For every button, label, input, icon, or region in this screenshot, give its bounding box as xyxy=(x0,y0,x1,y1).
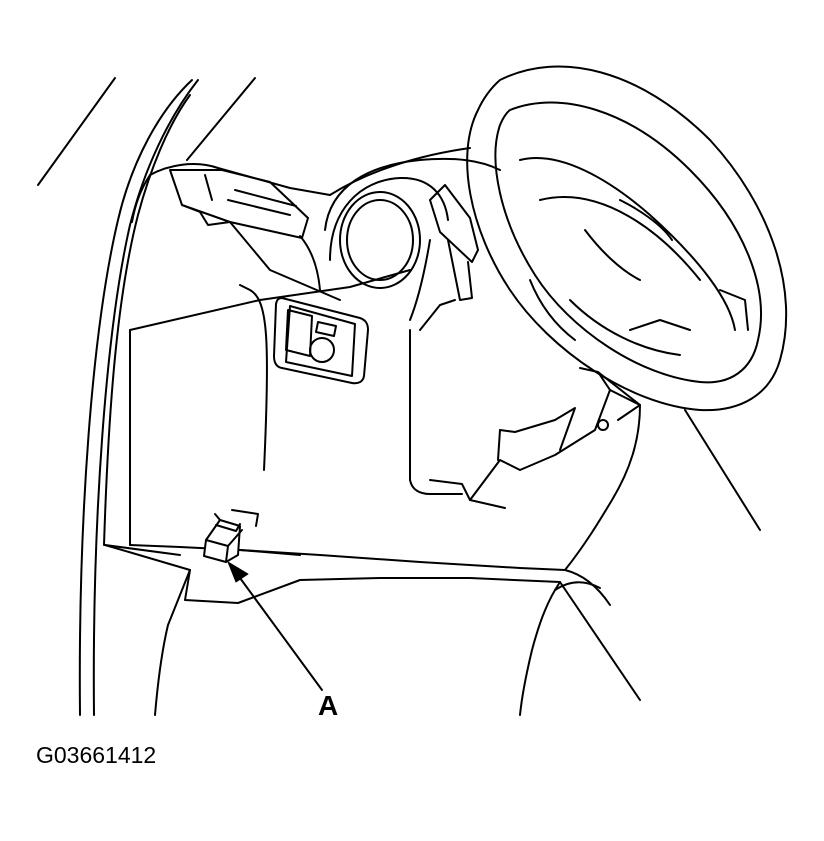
instrument-cluster xyxy=(324,157,501,331)
callout-label-a: A xyxy=(318,690,339,721)
left-air-vent xyxy=(169,169,309,239)
figure-id: G03661412 xyxy=(36,742,157,768)
steering-wheel xyxy=(466,65,788,412)
dash-top xyxy=(129,147,471,546)
left-dash-panel xyxy=(229,221,341,471)
a-pillar xyxy=(78,79,199,716)
steering-column xyxy=(469,367,761,531)
switch-panel xyxy=(273,297,369,385)
dash-bottom-edge xyxy=(104,544,641,716)
dlc-connector xyxy=(203,509,259,563)
lower-dash xyxy=(129,329,641,606)
windshield-lines xyxy=(37,77,256,186)
callout-arrow xyxy=(227,561,323,691)
combination-switch-stalk xyxy=(429,184,479,301)
